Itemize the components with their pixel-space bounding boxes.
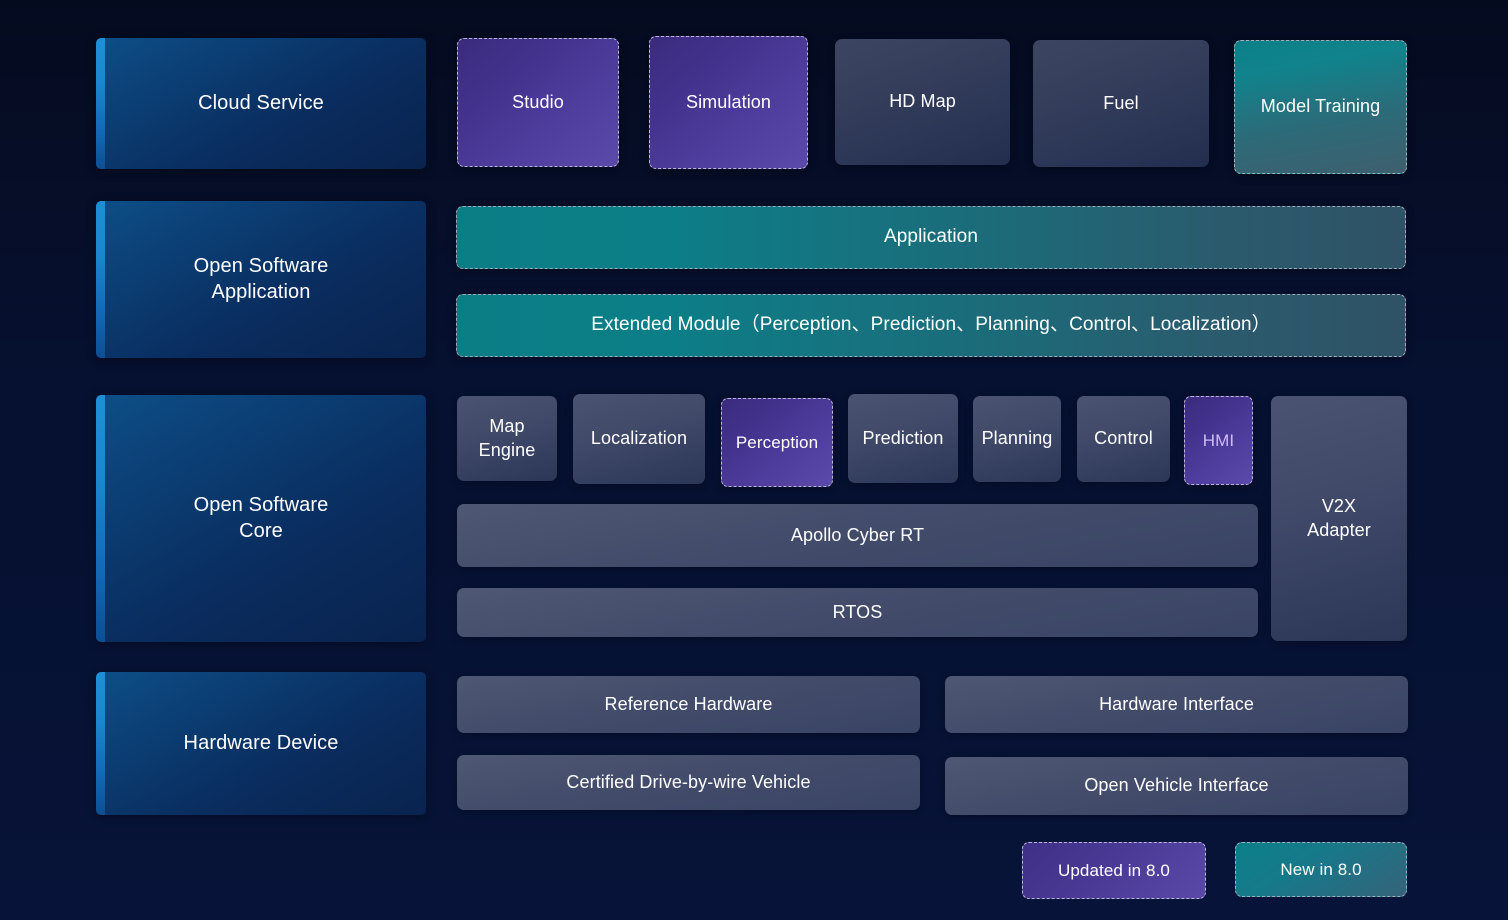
core-module-prediction[interactable]: Prediction	[848, 394, 958, 483]
cloud-item-simulation[interactable]: Simulation	[649, 36, 808, 169]
core-module-localization[interactable]: Localization	[573, 394, 705, 484]
core-module-label: Control	[1094, 428, 1153, 449]
core-stack-label: Apollo Cyber RT	[790, 524, 925, 545]
core-module-label: Planning	[981, 428, 1053, 449]
core-module-hmi[interactable]: HMI	[1184, 396, 1253, 485]
application-bar[interactable]: Application	[456, 206, 1406, 269]
cloud-item-label: Studio	[512, 91, 564, 112]
core-stack-rtos[interactable]: RTOS	[457, 588, 1258, 637]
core-module-control[interactable]: Control	[1077, 396, 1170, 482]
category-open-software-application[interactable]: Open Software Application	[96, 201, 426, 358]
core-side-label: V2X Adapter	[1307, 496, 1371, 540]
core-stack-label: RTOS	[832, 601, 883, 622]
hardware-item-certified-drive-by-wire-vehicle[interactable]: Certified Drive-by-wire Vehicle	[457, 755, 920, 810]
core-module-label: Perception	[735, 432, 819, 452]
cloud-item-label: Model Training	[1260, 96, 1381, 117]
category-label: Hardware Device	[183, 731, 339, 754]
hardware-item-open-vehicle-interface[interactable]: Open Vehicle Interface	[945, 757, 1408, 815]
core-module-perception[interactable]: Perception	[721, 398, 833, 487]
cloud-item-studio[interactable]: Studio	[457, 38, 619, 167]
cloud-item-label: Fuel	[1103, 92, 1139, 113]
category-label: Open Software Application	[193, 254, 329, 303]
hardware-item-label: Hardware Interface	[1099, 693, 1254, 714]
extended-module-label: Extended Module（Perception、Prediction、Pl…	[591, 314, 1271, 336]
legend-new-in-8[interactable]: New in 8.0	[1235, 842, 1407, 897]
hardware-item-label: Certified Drive-by-wire Vehicle	[566, 771, 811, 792]
cloud-item-label: HD Map	[889, 91, 956, 112]
category-cloud-service[interactable]: Cloud Service	[96, 38, 426, 169]
category-label: Open Software Core	[193, 493, 329, 542]
hardware-item-hardware-interface[interactable]: Hardware Interface	[945, 676, 1408, 733]
core-module-label: Localization	[590, 428, 688, 449]
cloud-item-model-training[interactable]: Model Training	[1234, 40, 1407, 174]
cloud-item-label: Simulation	[685, 91, 772, 112]
core-module-label: HMI	[1202, 430, 1235, 450]
hardware-item-reference-hardware[interactable]: Reference Hardware	[457, 676, 920, 733]
legend-updated-in-8[interactable]: Updated in 8.0	[1022, 842, 1206, 899]
legend-label: New in 8.0	[1280, 859, 1362, 879]
category-open-software-core[interactable]: Open Software Core	[96, 395, 426, 642]
cloud-item-hd-map[interactable]: HD Map	[835, 39, 1010, 165]
core-module-map-engine[interactable]: Map Engine	[457, 396, 557, 481]
extended-module-bar[interactable]: Extended Module（Perception、Prediction、Pl…	[456, 294, 1406, 357]
category-hardware-device[interactable]: Hardware Device	[96, 672, 426, 815]
category-label: Cloud Service	[198, 91, 324, 114]
core-side-v2x-adapter[interactable]: V2X Adapter	[1271, 396, 1407, 641]
legend-label: Updated in 8.0	[1058, 860, 1170, 880]
hardware-item-label: Reference Hardware	[604, 693, 773, 714]
application-bar-label: Application	[883, 226, 979, 248]
core-module-planning[interactable]: Planning	[973, 396, 1061, 482]
core-module-label: Map Engine	[478, 416, 536, 460]
cloud-item-fuel[interactable]: Fuel	[1033, 40, 1209, 167]
core-module-label: Prediction	[862, 427, 944, 448]
hardware-item-label: Open Vehicle Interface	[1084, 775, 1269, 796]
core-stack-apollo-cyber-rt[interactable]: Apollo Cyber RT	[457, 504, 1258, 567]
